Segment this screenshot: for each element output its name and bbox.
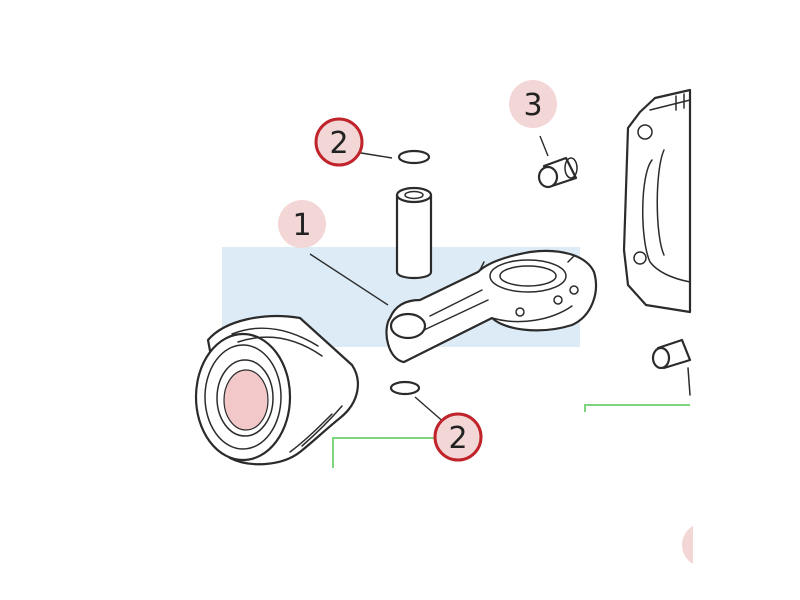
dowel-pin	[537, 156, 578, 189]
callout-1-label: 1	[292, 208, 311, 243]
right-margin	[693, 0, 800, 600]
piston-crown	[223, 369, 269, 431]
callout-2-upper-bubble	[314, 117, 364, 167]
callout-2-lower: 2	[433, 412, 483, 462]
callout-2-upper: 2	[314, 117, 364, 167]
callout-3: 3	[509, 80, 557, 128]
callout-1: 1	[278, 200, 326, 248]
guide-lines	[332, 404, 690, 468]
piston-pin	[395, 186, 433, 280]
upper-circlip	[397, 149, 431, 165]
connecting-rod	[385, 249, 598, 364]
piston	[194, 315, 359, 466]
callout-1-bubble	[278, 200, 326, 248]
callout-3-label: 3	[523, 88, 542, 123]
callout-2-lower-label: 2	[448, 421, 467, 456]
callout-2-upper-label: 2	[329, 126, 348, 161]
cylinder-block	[622, 88, 692, 314]
lower-dowel-pin	[651, 338, 692, 396]
leader-lines	[309, 135, 549, 425]
lower-circlip	[389, 380, 421, 396]
callout-3-bubble	[509, 80, 557, 128]
callout-2-lower-bubble	[433, 412, 483, 462]
